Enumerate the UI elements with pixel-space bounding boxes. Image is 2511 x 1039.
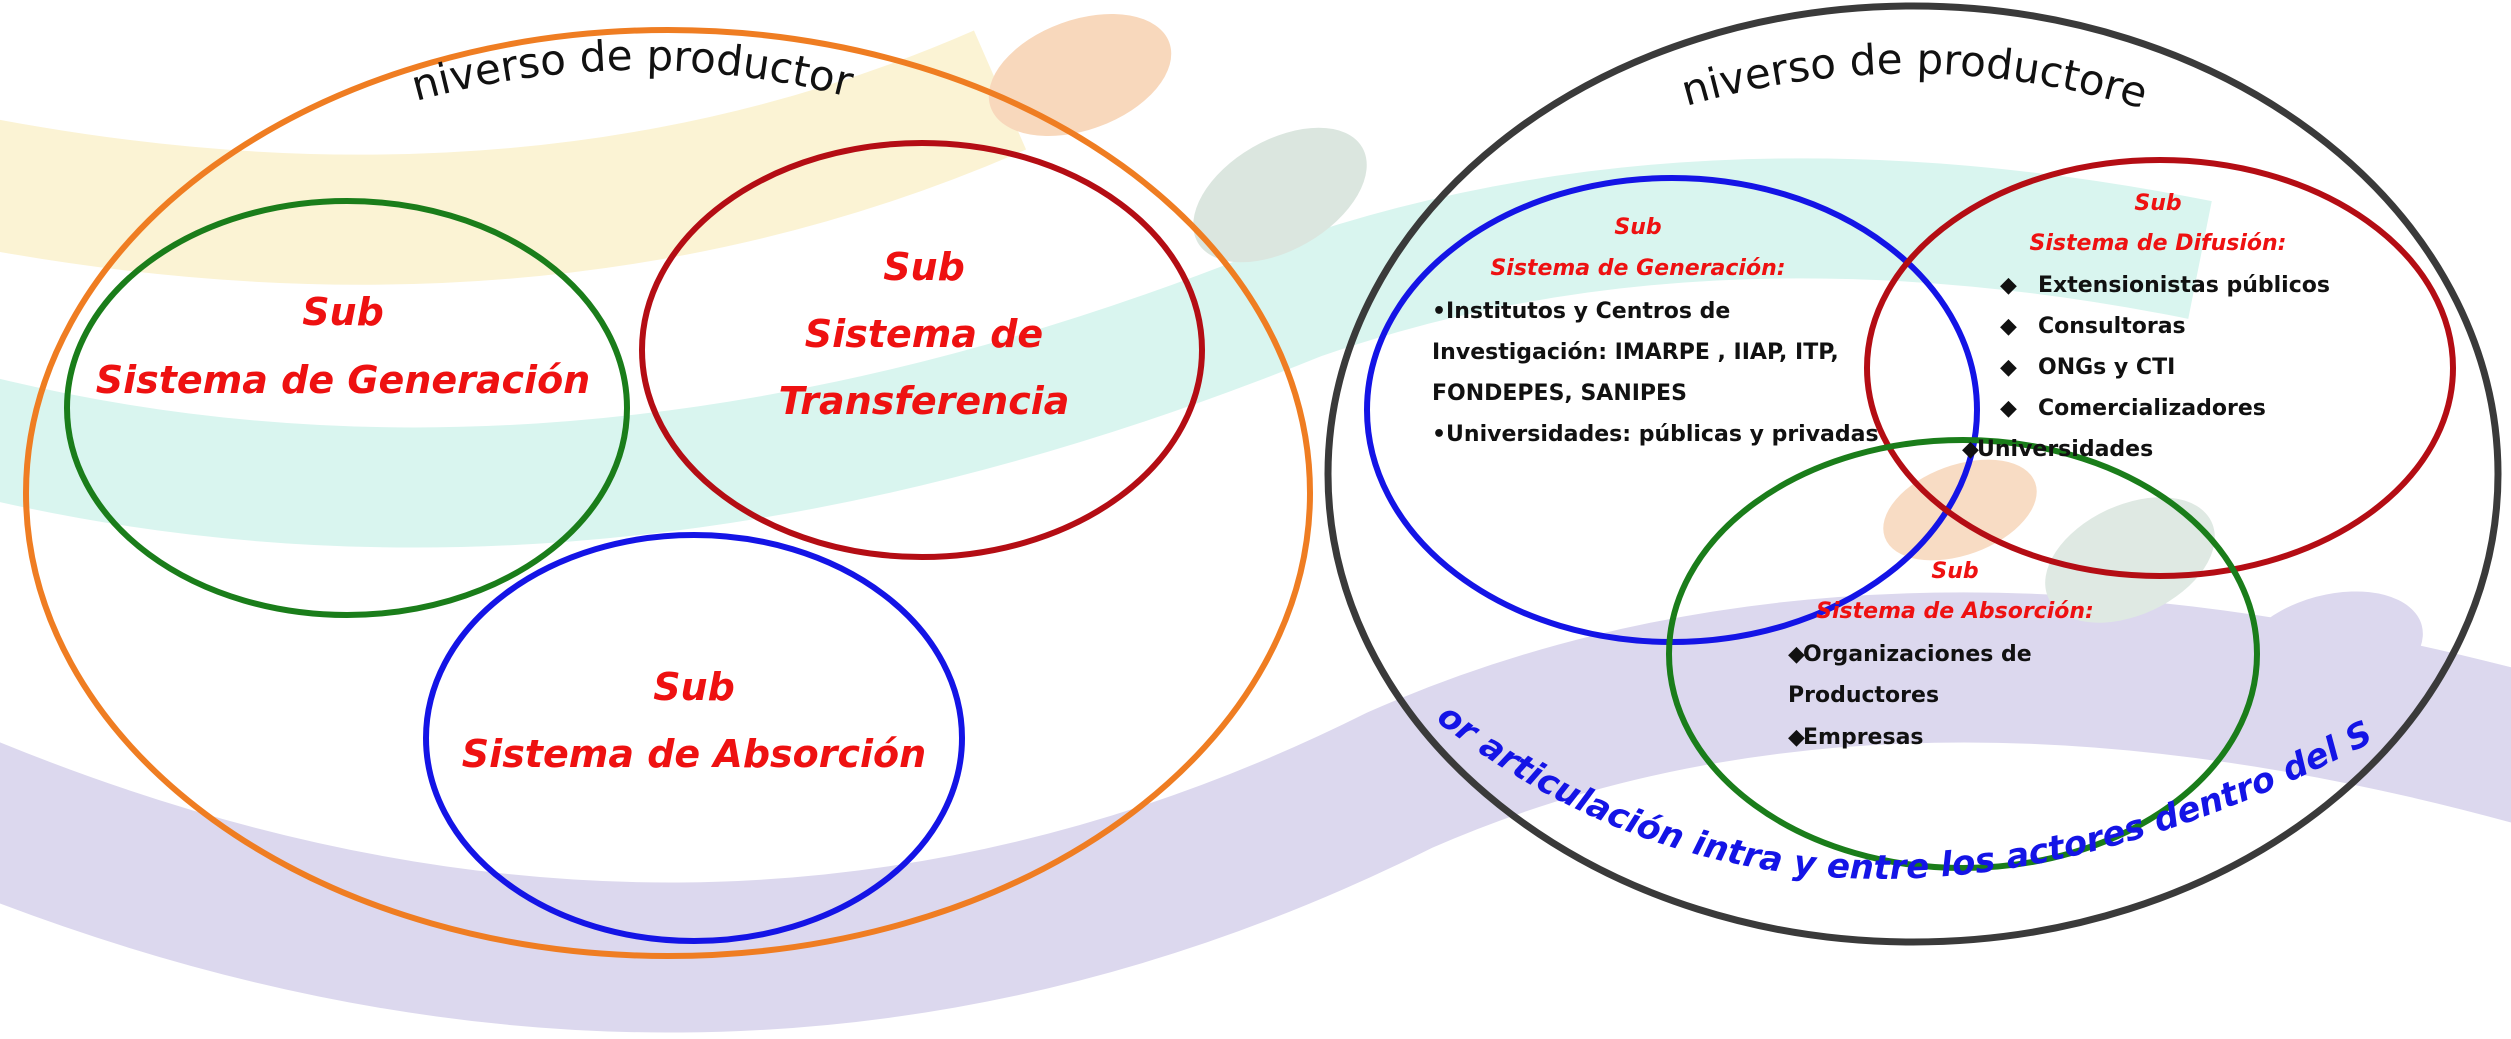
transfer-label-sub: Sub (883, 245, 965, 289)
bullet-icon: ◆ (1788, 642, 1805, 667)
generation-item: FONDEPES, SANIPES (1432, 381, 1687, 406)
right-universe-ellipse (1324, 2, 2502, 946)
left-universe-ellipse (23, 27, 1313, 959)
bg-fish-icon (2237, 591, 2423, 709)
bullet-icon: ◆ (1962, 437, 1979, 462)
generation-name-label: Sistema de Generación: (1490, 256, 1785, 281)
bullet-icon: ◆ (2000, 314, 2017, 339)
absorption-item: Productores (1788, 683, 1939, 708)
bg-fish-icon (988, 13, 1172, 137)
absorption-sub-label: Sub (1931, 559, 1978, 584)
absorption-ellipse-right (1666, 437, 2260, 871)
transfer-ellipse (639, 140, 1205, 560)
left-universe-title: Universo de productores (0, 0, 859, 111)
bullet-icon: ◆ (2000, 273, 2017, 298)
generation-item: •Institutos y Centros de (1432, 299, 1730, 324)
bg-yellow-band (0, 30, 1027, 285)
absorption-item: Organizaciones de (1803, 642, 2032, 667)
diffusion-ellipse (1864, 157, 2456, 579)
bullet-icon: ◆ (1788, 725, 1805, 750)
absorption-name-label: Sistema de Absorción: (1816, 599, 2094, 624)
bg-purple-band (0, 592, 2511, 1033)
diffusion-item: ONGs y CTI (2038, 355, 2175, 380)
transfer-label-name: Sistema de (805, 312, 1043, 356)
absorption-label-sub: Sub (653, 665, 735, 709)
absorption-ellipse (423, 532, 965, 944)
bg-fish-icon (1193, 127, 1367, 263)
generation-sub-label: Sub (1614, 215, 1661, 240)
bg-fish-icon (2045, 497, 2215, 623)
generation-item: •Universidades: públicas y privadas (1432, 422, 1879, 447)
absorption-label-name: Sistema de Absorción (462, 732, 926, 776)
generation-item: Investigación: IMARPE , IIAP, ITP, (1432, 340, 1839, 365)
bullet-icon: ◆ (2000, 396, 2017, 421)
diffusion-list: ◆ Extensionistas públicos ◆ Consultoras … (1962, 273, 2330, 462)
diffusion-item: Extensionistas públicos (2038, 273, 2330, 298)
diffusion-name-label: Sistema de Difusión: (2030, 231, 2287, 256)
diffusion-item: Consultoras (2038, 314, 2186, 339)
diffusion-item-universidades: Universidades (1977, 437, 2153, 462)
generation-label-name: Sistema de Generación (96, 358, 591, 402)
generation-label-sub: Sub (302, 290, 384, 334)
bullet-icon: ◆ (2000, 355, 2017, 380)
transfer-label-name-2: Transferencia (779, 379, 1070, 423)
diffusion-sub-label: Sub (2134, 191, 2181, 216)
generation-ellipse (64, 198, 630, 618)
diffusion-item: Comercializadores (2038, 396, 2266, 421)
absorption-item: Empresas (1803, 725, 1924, 750)
